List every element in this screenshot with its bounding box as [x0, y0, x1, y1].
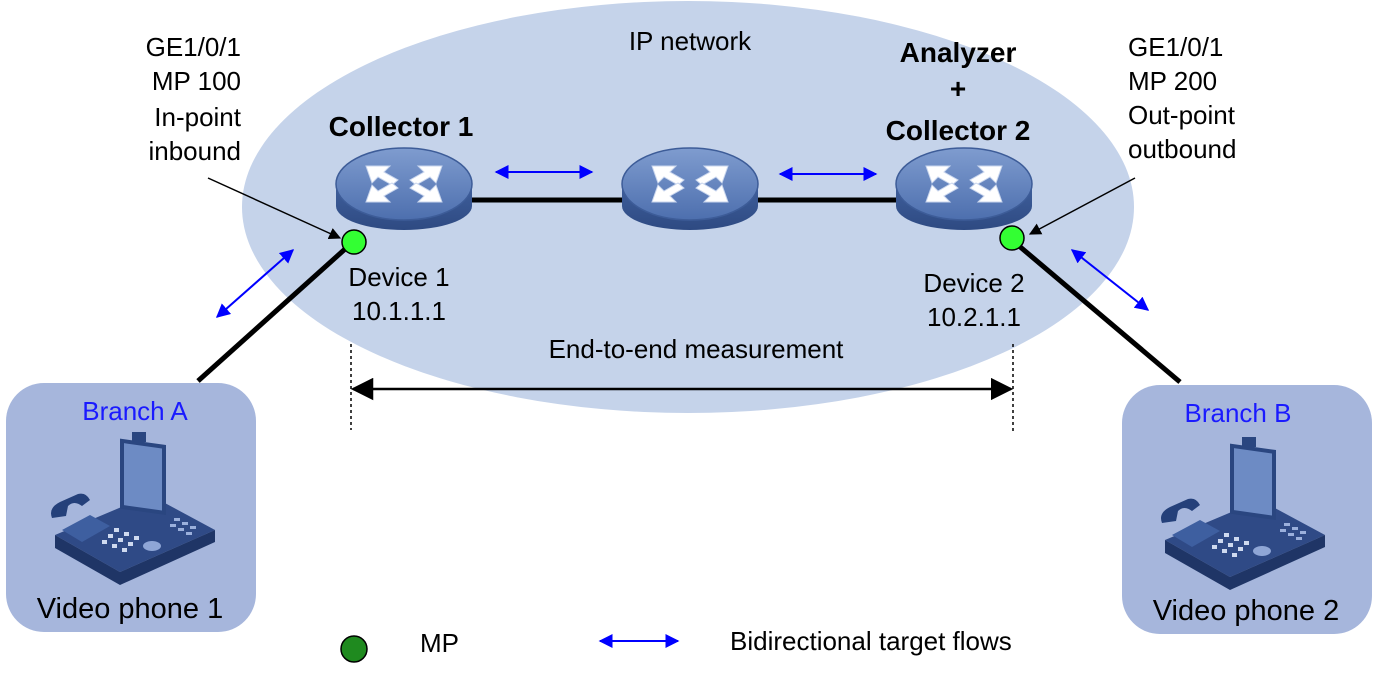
- measurement-label: End-to-end measurement: [549, 334, 845, 364]
- mp-left-point: In-point: [154, 102, 241, 132]
- device-2-name: Device 2: [923, 268, 1024, 298]
- flow-arrow-branch-a: [215, 249, 295, 318]
- mp-right-direction: outbound: [1128, 134, 1236, 164]
- mp-left-direction: inbound: [148, 136, 241, 166]
- analyzer-plus: +: [950, 73, 966, 104]
- analyzer-title: Analyzer: [900, 37, 1017, 68]
- ip-network-label: IP network: [629, 26, 752, 56]
- branch-b-label: Branch B: [1185, 398, 1292, 428]
- device-1-name: Device 1: [348, 262, 449, 292]
- video-phone-2-label: Video phone 2: [1153, 595, 1340, 627]
- mp-right-interface: GE1/0/1: [1128, 32, 1223, 62]
- flow-arrow-branch-b: [1070, 249, 1150, 311]
- link-device-2-branch-b: [1010, 238, 1182, 384]
- mp-right-point: Out-point: [1128, 100, 1236, 130]
- mp-marker-device-2: [999, 225, 1025, 251]
- legend-mp-label: MP: [420, 628, 459, 658]
- device-2-ip: 10.2.1.1: [927, 302, 1021, 332]
- collector-2-title: Collector 2: [886, 115, 1031, 146]
- video-phone-1-label: Video phone 1: [37, 593, 224, 625]
- callout-arrow-mp-200: [1028, 177, 1136, 235]
- device-1-ip: 10.1.1.1: [352, 296, 446, 326]
- callout-arrow-mp-100: [207, 177, 342, 239]
- device-1-router-icon: [335, 147, 473, 231]
- middle-router-icon: [621, 147, 759, 231]
- mp-right-id: MP 200: [1128, 66, 1217, 96]
- mp-marker-device-1: [341, 229, 367, 255]
- branch-a-label: Branch A: [82, 396, 188, 426]
- collector-1-title: Collector 1: [329, 111, 474, 142]
- legend-mp-marker: [340, 635, 368, 663]
- device-2-router-icon: [895, 147, 1033, 231]
- mp-left-interface: GE1/0/1: [146, 32, 241, 62]
- mp-left-id: MP 100: [152, 66, 241, 96]
- legend-flow-label: Bidirectional target flows: [730, 626, 1012, 656]
